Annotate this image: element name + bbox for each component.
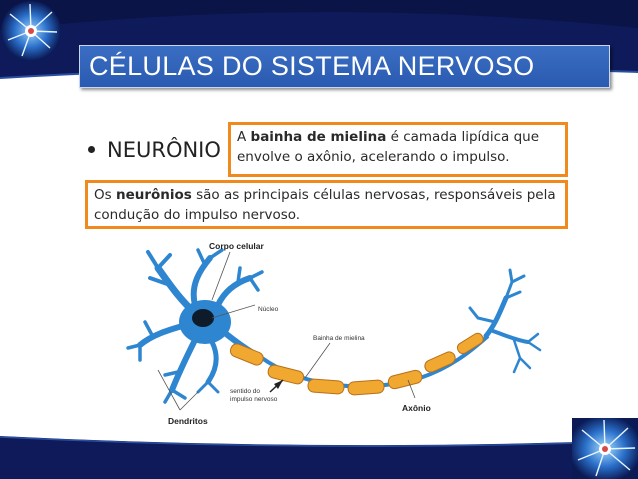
bullet-item: NEURÔNIO xyxy=(88,138,221,162)
label-axonio: Axônio xyxy=(402,403,431,413)
neuron-note-post: são as principais células nervosas, resp… xyxy=(94,187,556,223)
axon-terminal xyxy=(468,268,542,374)
myelin-note-post: é camada lipídica que envolve o axônio, … xyxy=(237,129,540,165)
slide-title: CÉLULAS DO SISTEMA NERVOSO xyxy=(89,51,535,81)
neuron-logo-icon xyxy=(572,418,638,479)
myelin-note: A bainha de mielina é camada lipídica qu… xyxy=(228,122,568,177)
bullet-dot-icon xyxy=(88,145,95,153)
label-sentido-1: sentido do xyxy=(230,388,260,395)
neuron-logo-icon xyxy=(0,0,62,62)
neuron-note-bold: neurônios xyxy=(115,187,192,203)
myelin-note-bold: bainha de mielina xyxy=(250,129,387,145)
myelin-sheath xyxy=(229,332,484,396)
label-nucleo: Núcleo xyxy=(258,306,279,313)
label-sentido-2: impulso nervoso xyxy=(230,396,278,403)
myelin-note-pre: A xyxy=(237,129,251,145)
label-corpo-celular: Corpo celular xyxy=(209,241,264,251)
label-dendritos: Dendritos xyxy=(168,416,208,426)
footer-curve xyxy=(0,436,638,479)
footer-band xyxy=(0,436,638,479)
neuron-note: Os neurônios são as principais células n… xyxy=(85,180,568,229)
label-bainha: Bainha de mielina xyxy=(313,335,365,342)
nucleus xyxy=(192,309,214,327)
slide-title-box: CÉLULAS DO SISTEMA NERVOSO xyxy=(79,45,610,88)
bullet-text: NEURÔNIO xyxy=(107,138,221,162)
neuron-note-pre: Os xyxy=(94,187,116,203)
